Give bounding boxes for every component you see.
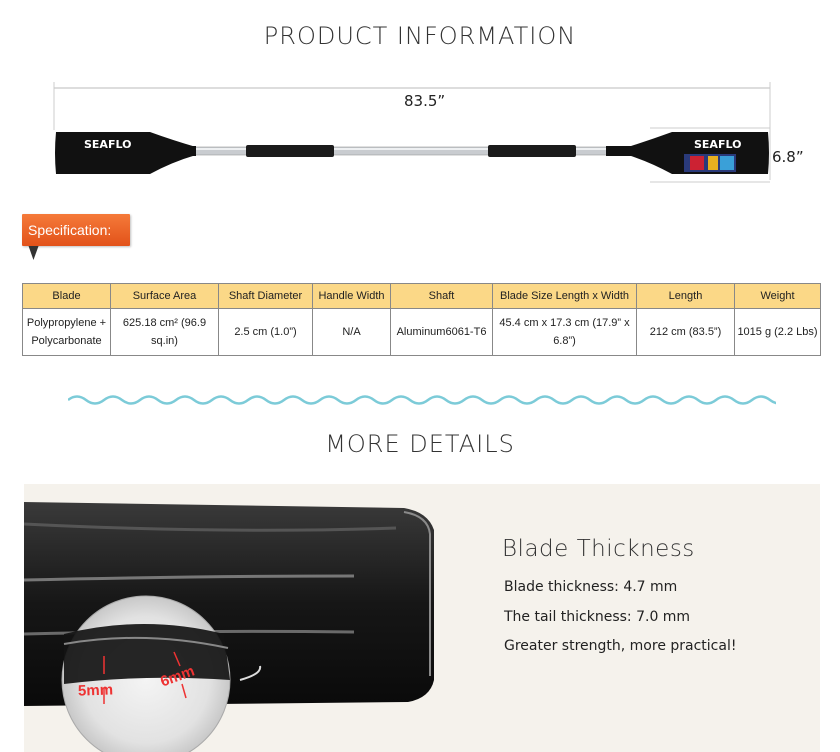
paddle-length-label: 83.5” (404, 92, 446, 110)
blade-closeup-image (24, 502, 434, 752)
paddle-graphic: SEAFLO SEAFLO (53, 82, 771, 183)
product-information-title: PRODUCT INFORMATION (263, 22, 577, 50)
column-header: Surface Area (110, 283, 219, 309)
handle-width-cell: N/A (312, 308, 391, 356)
column-header: Length (636, 283, 735, 309)
thickness-callout-a: 5mm (77, 681, 114, 700)
wave-divider (68, 395, 776, 405)
blade-thickness-heading: Blade Thickness (502, 536, 695, 562)
table-header-row: Blade Surface Area Shaft Diameter Handle… (22, 283, 821, 309)
left-blade-brand: SEAFLO (84, 138, 131, 151)
shaft-diameter-cell: 2.5 cm (1.0”) (218, 308, 313, 356)
tail-thickness-line: The tail thickness: 7.0 mm (504, 609, 691, 625)
blade-size-cell: 45.4 cm x 17.3 cm (17.9” x 6.8”) (492, 308, 637, 356)
column-header: Shaft (390, 283, 493, 309)
blade-cell: Polypropylene + Polycarbonate (22, 308, 111, 356)
column-header: Blade Size Length x Width (492, 283, 637, 309)
more-details-title: MORE DETAILS (325, 430, 515, 458)
column-header: Shaft Diameter (218, 283, 313, 309)
blade-width-label: 6.8” (772, 148, 804, 166)
specification-tag: Specification: (22, 214, 130, 246)
column-header: Weight (734, 283, 821, 309)
right-blade-brand: SEAFLO (694, 138, 741, 151)
column-header: Blade (22, 283, 111, 309)
shaft-cell: Aluminum6061-T6 (390, 308, 493, 356)
paddle-illustration: SEAFLO SEAFLO 83.5” 6.8” (0, 70, 840, 200)
specification-table: Blade Surface Area Shaft Diameter Handle… (22, 283, 821, 356)
length-cell: 212 cm (83.5”) (636, 308, 735, 356)
blade-thickness-line: Blade thickness: 4.7 mm (504, 579, 678, 595)
column-header: Handle Width (312, 283, 391, 309)
weight-cell: 1015 g (2.2 Lbs) (734, 308, 821, 356)
blade-closeup-panel: 5mm 6mm (24, 484, 820, 752)
surface-area-cell: 625.18 cm² (96.9 sq.in) (110, 308, 219, 356)
specification-tag-tail (23, 246, 39, 260)
strength-line: Greater strength, more practical! (504, 638, 737, 654)
table-row: Polypropylene + Polycarbonate 625.18 cm²… (22, 308, 821, 356)
